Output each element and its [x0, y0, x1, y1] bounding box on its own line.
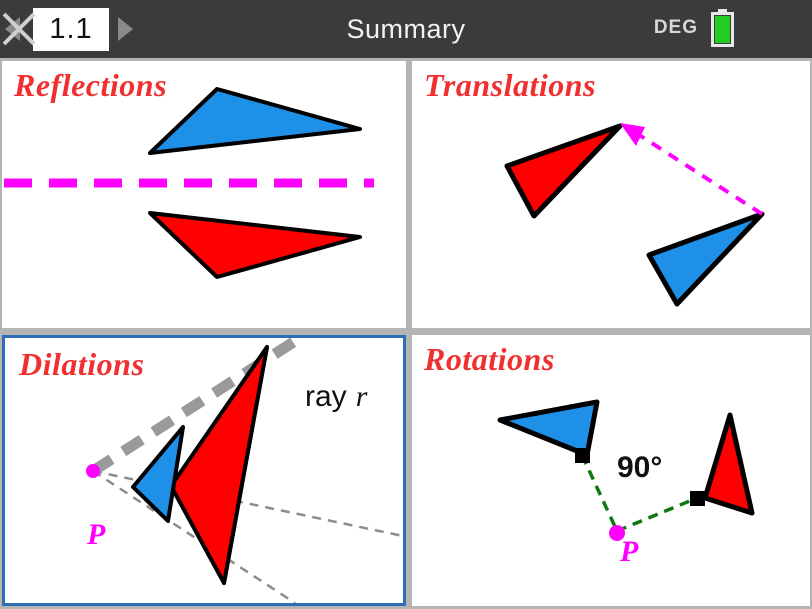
center-point-label-p: P: [620, 535, 639, 568]
rotation-angle-label: 90°: [617, 451, 663, 484]
rotation-radii: [580, 454, 698, 533]
close-x-icon[interactable]: [0, 10, 38, 48]
title-bar: 1.1 Summary DEG: [0, 0, 812, 58]
center-point-p[interactable]: [86, 464, 100, 478]
image-vertex-marker[interactable]: [690, 491, 705, 506]
panel-title-dilations: Dilations: [19, 346, 145, 382]
ray-label-text: ray: [305, 380, 347, 413]
center-point-label-p: P: [87, 518, 106, 551]
page-tab[interactable]: 1.1: [33, 8, 109, 51]
panel-rotations[interactable]: Rotations 90° P: [412, 335, 810, 606]
image-triangle-fill: [169, 345, 269, 585]
problem-grid: Reflections Translations: [0, 58, 812, 609]
panel-title-rotations: Rotations: [424, 341, 555, 377]
panel-reflections[interactable]: Reflections: [2, 61, 406, 328]
battery-full-icon: [711, 9, 734, 47]
translation-vector-arrow[interactable]: [620, 123, 764, 216]
rotations-figure: [497, 399, 755, 541]
reflections-figure: [4, 87, 374, 279]
pre-image-vertex-marker[interactable]: [575, 448, 590, 463]
triangle-left-icon[interactable]: [5, 17, 20, 41]
ray-name-text: r: [355, 380, 368, 413]
dilations-figure: [86, 338, 403, 603]
image-triangle[interactable]: [504, 123, 623, 219]
panel-title-reflections: Reflections: [14, 67, 168, 103]
center-point-p[interactable]: [609, 525, 625, 541]
angle-mode-indicator: DEG: [653, 17, 698, 38]
triangle-right-icon[interactable]: [118, 17, 133, 41]
image-triangle[interactable]: [148, 211, 362, 279]
pre-image-triangle[interactable]: [497, 399, 600, 458]
pre-image-triangle[interactable]: [148, 87, 362, 155]
translations-figure: [504, 123, 765, 307]
pre-image-triangle[interactable]: [131, 425, 185, 523]
panel-translations[interactable]: Translations: [412, 61, 810, 328]
pre-image-triangle[interactable]: [646, 211, 765, 307]
panel-title-translations: Translations: [424, 67, 596, 103]
image-triangle[interactable]: [702, 412, 755, 516]
